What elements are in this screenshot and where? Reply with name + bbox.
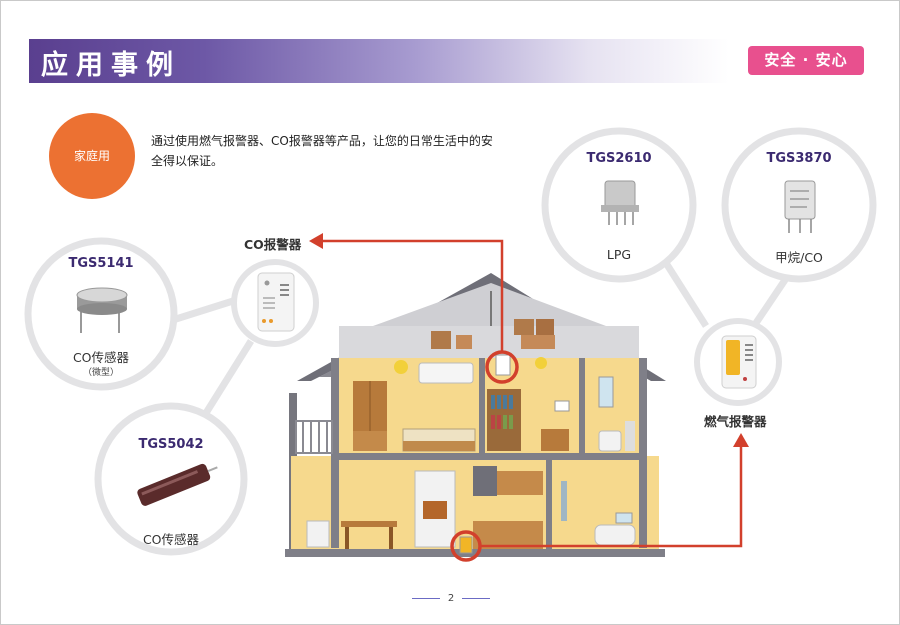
tgs2610-model-label: TGS2610	[586, 151, 652, 166]
safety-badge: 安全 · 安心	[748, 46, 864, 75]
callout-arrows	[317, 239, 743, 548]
tgs2610-sensor-image	[601, 180, 639, 225]
tgs5042-sensor-image	[137, 463, 218, 506]
gas-alarm-device-image	[721, 335, 757, 389]
tgs3870-type-label: 甲烷/CO	[775, 250, 823, 265]
tgs5141-type-label: CO传感器	[72, 350, 130, 365]
tgs3870-model-label: TGS3870	[766, 151, 832, 166]
tgs2610-type-label: LPG	[606, 247, 632, 262]
tgs5042-model-label: TGS5042	[138, 437, 204, 452]
tgs3870-sensor-image	[784, 180, 816, 233]
tgs5042-type-label: CO传感器	[142, 532, 200, 547]
category-tag: 家庭用	[49, 113, 135, 199]
page-number: 2	[1, 593, 899, 604]
co-alarm-callout: CO报警器	[244, 237, 302, 252]
intro-text: 通过使用燃气报警器、CO报警器等产品，让您的日常生活中的安全得以保证。	[151, 134, 493, 168]
house-illustration	[285, 273, 666, 557]
tgs5141-sub-label: （微型）	[82, 368, 119, 378]
page-title: 应用事例	[41, 50, 181, 81]
co-alarm-device-image	[257, 272, 295, 332]
tgs5141-model-label: TGS5141	[68, 256, 134, 271]
tgs5141-sensor-image	[76, 287, 128, 333]
title-banner: 应用事例	[29, 39, 729, 83]
arrow-heads	[309, 233, 749, 447]
gas-alarm-callout: 燃气报警器	[704, 414, 767, 429]
